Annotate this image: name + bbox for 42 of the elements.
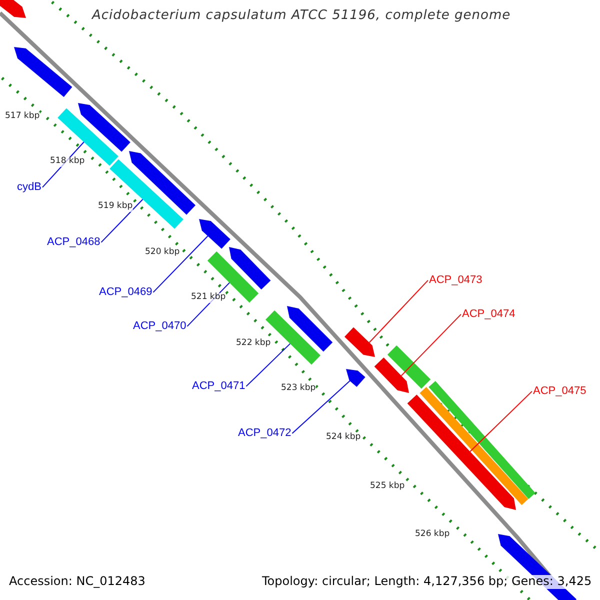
leader-line xyxy=(400,314,462,376)
scale-label: 524 kbp xyxy=(326,433,361,443)
gene-feature xyxy=(199,219,230,249)
scale-label: 523 kbp xyxy=(281,384,316,394)
scale-label: 520 kbp xyxy=(145,248,180,258)
leader-line xyxy=(100,198,144,243)
gene-feature xyxy=(387,345,431,389)
genome-stats-text: Topology: circular; Length: 4,127,356 bp; Genes: 3,425 xyxy=(262,575,592,589)
scale-label: 519 kbp xyxy=(98,202,133,212)
gene-feature xyxy=(229,247,271,290)
gene-label: ACP_0471 xyxy=(192,380,246,393)
scale-label: 518 kbp xyxy=(50,157,85,167)
leader-line xyxy=(470,390,532,452)
gene-feature xyxy=(420,387,528,505)
scale-label: 522 kbp xyxy=(236,339,271,349)
gene-feature xyxy=(14,47,72,97)
scale-label: 517 kbp xyxy=(5,112,40,122)
gene-label: ACP_0475 xyxy=(533,385,586,398)
leader-line xyxy=(368,280,428,343)
gene-label: ACP_0469 xyxy=(99,286,152,299)
leader-line xyxy=(292,380,350,434)
leader-line xyxy=(246,343,291,387)
scale-label: 521 kbp xyxy=(191,293,226,303)
gene-feature xyxy=(374,358,409,393)
leader-line xyxy=(152,236,208,293)
gene-label: ACP_0473 xyxy=(429,274,482,287)
gene-label: ACP_0472 xyxy=(238,427,292,440)
gene-feature xyxy=(207,251,259,303)
gene-feature xyxy=(78,103,130,152)
scale-label: 526 kbp xyxy=(415,530,450,540)
gene-label: cydB xyxy=(17,181,42,194)
accession-text: Accession: NC_012483 xyxy=(9,575,146,589)
gene-label: ACP_0468 xyxy=(47,236,100,249)
gene-feature xyxy=(287,306,333,352)
gene-feature xyxy=(0,0,26,18)
gene-feature xyxy=(346,369,366,387)
genome-title: Acidobacterium capsulatum ATCC 51196, complete genome xyxy=(92,9,511,24)
gene-feature xyxy=(344,327,375,357)
scale-label: 525 kbp xyxy=(370,482,405,492)
gene-label: ACP_0470 xyxy=(133,320,186,333)
gene-feature xyxy=(407,394,516,510)
gene-label: ACP_0474 xyxy=(462,308,516,321)
